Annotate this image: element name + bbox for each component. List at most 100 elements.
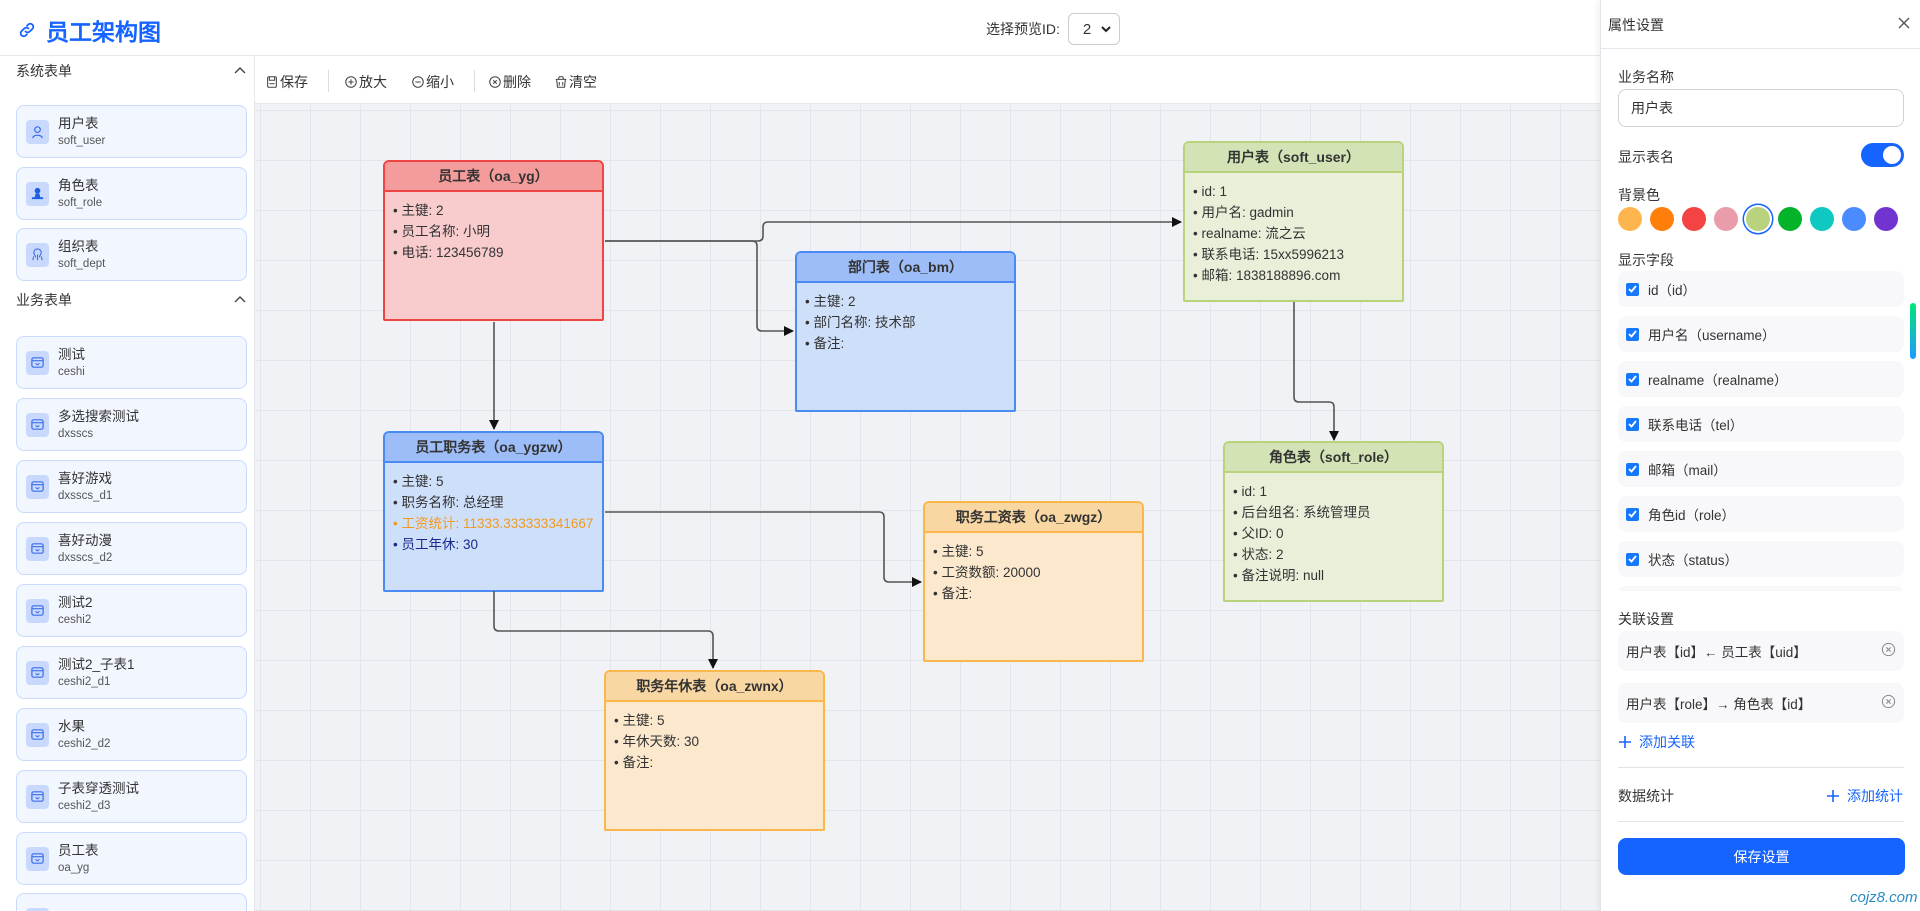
node-field: • 员工年休: 30 [393,537,478,552]
node-fields: • 主键: 2• 员工名称: 小明• 电话: 123456789 [385,192,602,319]
section-title: 业务表单 [16,292,72,308]
preview-id-value: 2 [1082,20,1092,38]
node-field: • 主键: 5 [933,544,984,559]
table-node[interactable]: 职务工资表（oa_zwgz）• 主键: 5• 工资数额: 20000• 备注: [923,501,1144,662]
close-icon[interactable] [1898,17,1910,29]
table-node[interactable]: 职务年休表（oa_zwnx）• 主键: 5• 年休天数: 30• 备注: [604,670,825,831]
save-icon [267,76,277,88]
relation-item: 用户表【id】← 员工表【uid】 [1618,631,1904,671]
divider [1618,767,1904,768]
chevron-up-icon[interactable] [234,290,246,310]
sidebar-item-code: dxsscs_d1 [58,489,113,502]
toolbar-button-label: 缩小 [426,74,454,90]
preview-id-select[interactable]: 2 [1067,13,1120,45]
table-node[interactable]: 用户表（soft_user）• id: 1• 用户名: gadmin• real… [1183,141,1404,302]
sidebar-section-header[interactable]: 业务表单 [16,290,246,310]
field-checkbox[interactable] [1626,417,1639,431]
field-checkbox[interactable] [1626,327,1639,341]
table-node[interactable]: 员工职务表（oa_ygzw）• 主键: 5• 职务名称: 总经理• 工资统计: … [383,431,604,592]
field-item[interactable]: 邮箱（mail） [1618,451,1904,487]
node-field: • 职务名称: 总经理 [393,495,504,510]
table-icon-box [26,119,49,144]
add-relation-button[interactable]: 添加关联 [1619,732,1695,752]
sidebar-item-name: 员工表 [58,842,99,858]
relation-text: 用户表【id】← 员工表【uid】 [1626,645,1807,660]
business-name-input[interactable]: 用户表 [1618,89,1904,127]
add-stat-button[interactable]: 添加统计 [1827,786,1903,806]
toolbar-button-label: 清空 [569,74,597,90]
sidebar-item-name: 角色表 [58,177,99,193]
sidebar-section-header[interactable]: 系统表单 [16,61,246,81]
save-settings-button[interactable]: 保存设置 [1618,838,1905,875]
panel-header-divider [1601,48,1920,49]
field-label: 角色id（role） [1648,508,1736,523]
table-icon-box [26,181,49,206]
node-title: 职务工资表（oa_zwgz） [925,503,1142,533]
field-item[interactable]: 角色id（role） [1618,496,1904,532]
remove-relation-icon[interactable] [1881,694,1896,712]
color-swatch[interactable] [1842,207,1866,231]
sidebar-item-name: 喜好游戏 [58,470,112,486]
color-swatch[interactable] [1810,207,1834,231]
sidebar-item-code: dxsscs_d2 [58,551,113,564]
chevron-up-icon[interactable] [234,61,246,81]
node-field: • 主键: 5 [614,713,665,728]
toolbar-button-save[interactable]: 保存 [265,72,308,92]
node-field: • 备注说明: null [1233,568,1324,583]
remove-relation-icon[interactable] [1881,642,1896,660]
show-table-name-toggle[interactable] [1861,143,1904,167]
color-swatch[interactable] [1650,207,1674,231]
toolbar-button-clear[interactable]: 清空 [554,72,597,92]
field-checkbox[interactable] [1626,552,1639,566]
table-node[interactable]: 部门表（oa_bm）• 主键: 2• 部门名称: 技术部• 备注: [795,251,1016,412]
table-node[interactable]: 角色表（soft_role）• id: 1• 后台组名: 系统管理员• 父ID:… [1223,441,1444,602]
field-item[interactable]: 联系电话（tel） [1618,406,1904,442]
node-fields: • 主键: 5• 职务名称: 总经理• 工资统计: 11333.33333334… [385,463,602,590]
chevron-down-icon [1101,26,1111,33]
color-swatch[interactable] [1874,207,1898,231]
field-checkbox[interactable] [1626,282,1639,296]
field-checkbox[interactable] [1626,462,1639,476]
field-checkbox[interactable] [1626,372,1639,386]
toolbar-button-zoom-out[interactable]: 缩小 [411,72,454,92]
field-item[interactable]: 状态（status） [1618,541,1904,577]
field-item[interactable]: 用户名（username） [1618,316,1904,352]
field-item[interactable]: id（id） [1618,271,1904,307]
field-item[interactable] [1618,586,1904,591]
field-checkbox[interactable] [1626,507,1639,521]
sidebar-item-more[interactable] [16,893,247,911]
diagram-canvas[interactable]: 员工表（oa_yg）• 主键: 2• 员工名称: 小明• 电话: 1234567… [255,104,1600,911]
field-list-scrollbar[interactable] [1910,303,1916,359]
form-icon [31,729,44,740]
sidebar-item-dxsscs_d1[interactable]: 喜好游戏 dxsscs_d1 [16,460,247,513]
color-swatch[interactable] [1778,207,1802,231]
toolbar-button-delete[interactable]: 删除 [488,72,531,92]
color-swatch[interactable] [1746,207,1770,231]
plus-icon [1619,736,1631,748]
node-fields: • id: 1• 用户名: gadmin• realname: 流之云• 联系电… [1185,173,1402,300]
table-icon-box [26,598,49,623]
table-node[interactable]: 员工表（oa_yg）• 主键: 2• 员工名称: 小明• 电话: 1234567… [383,160,604,321]
toolbar-button-zoom-in[interactable]: 放大 [344,72,387,92]
color-swatch[interactable] [1682,207,1706,231]
color-swatch[interactable] [1618,207,1642,231]
field-label: 状态（status） [1648,553,1739,568]
color-swatch[interactable] [1714,207,1738,231]
table-icon-box [26,784,49,809]
field-item[interactable]: realname（realname） [1618,361,1904,397]
